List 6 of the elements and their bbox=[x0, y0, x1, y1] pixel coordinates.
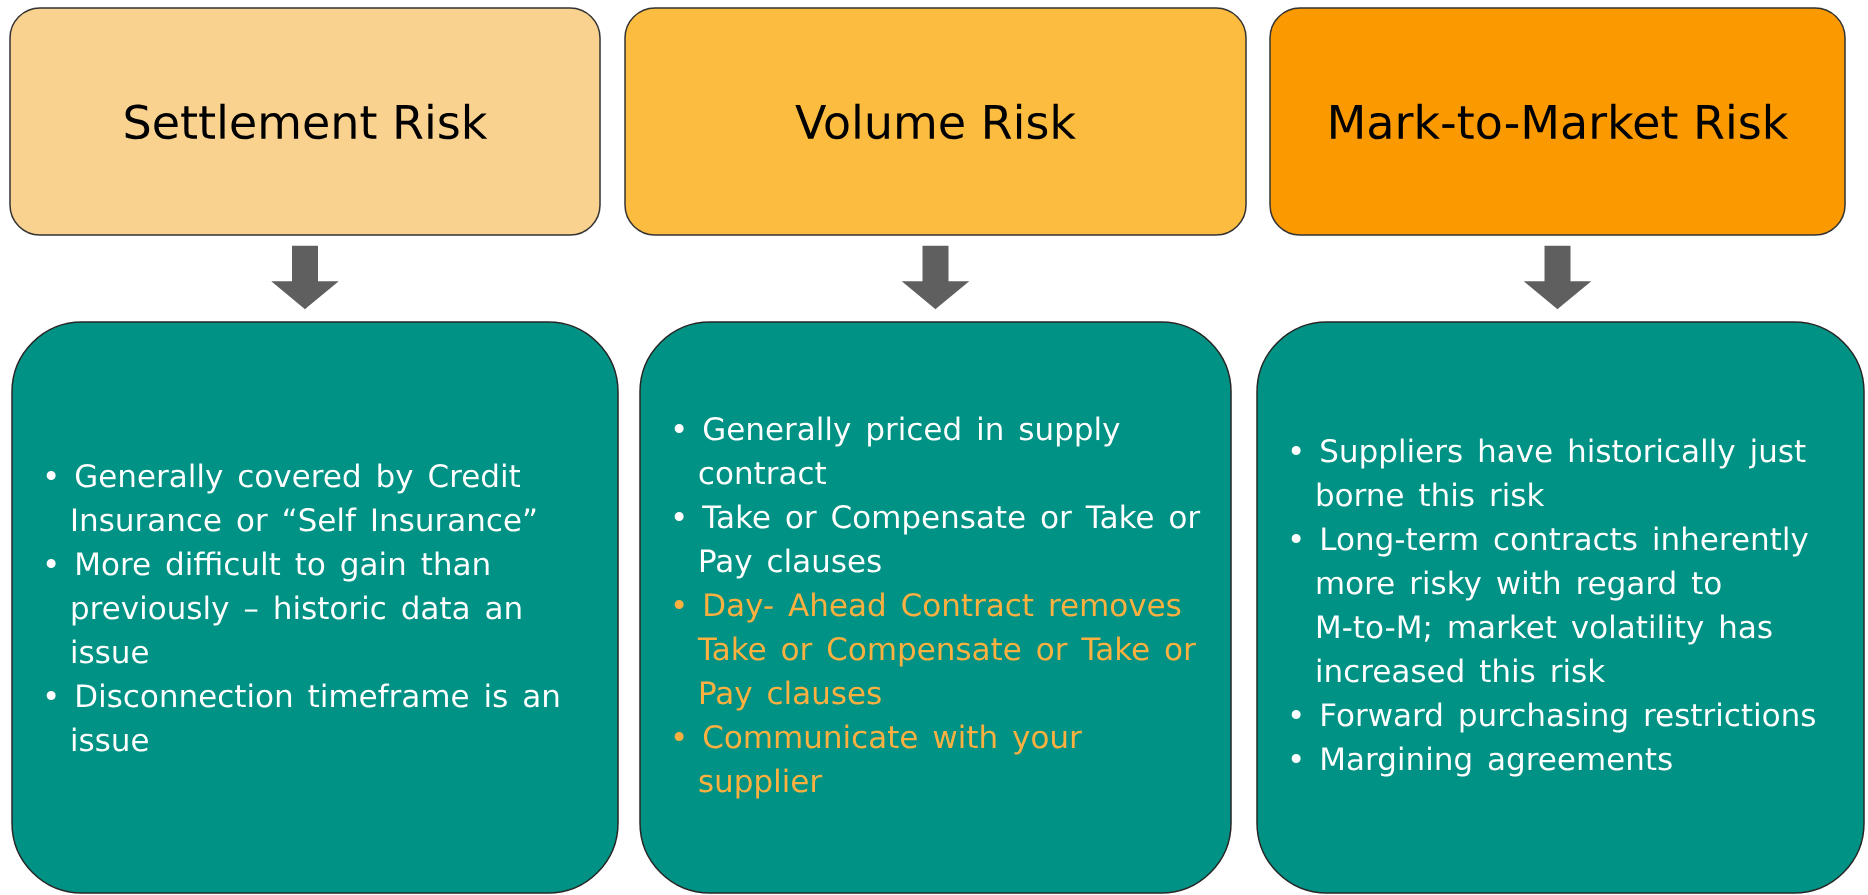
risk-heading-box: Mark-to-Market Risk bbox=[1269, 7, 1846, 236]
risk-heading-box: Settlement Risk bbox=[9, 7, 601, 236]
bullet-list-box: • Suppliers have historically just borne this risk • Long-term contracts inherently more risky with regard to M-to-M; market volatility has increased this risk • Forward purchasing restrictions • Margining agreements bbox=[1256, 321, 1865, 894]
risk-heading-box: Volume Risk bbox=[624, 7, 1247, 236]
bullet-list-box: • Generally priced in supply contract • Take or Compensate or Take or Pay clauses • Day- Ahead Contract removes Take or Compensate or Take or Pay clauses • Communicate with your supplier bbox=[639, 321, 1232, 894]
bullet-list-box: • Generally covered by Credit Insurance or “Self Insurance” • More difficult to gain than previously – historic data an issue • Disconnection timeframe is an issue bbox=[11, 321, 619, 894]
